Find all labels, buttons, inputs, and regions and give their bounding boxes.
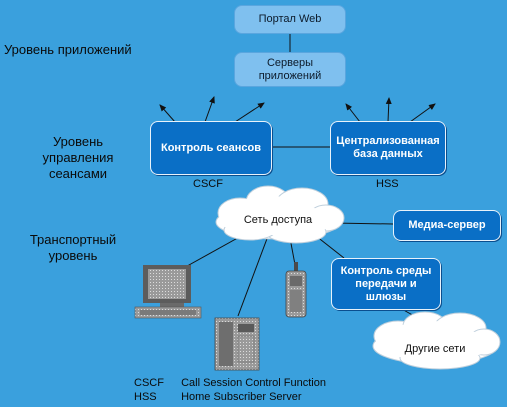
legend-text: Call Session Control Function <box>181 377 326 389</box>
hss-label: HSS <box>376 178 399 190</box>
app-servers-box: Серверы приложений <box>234 52 346 87</box>
access-to-mediactl-line <box>315 235 345 259</box>
portal-web-label: Портал Web <box>258 13 322 25</box>
arrow-db-2 <box>385 97 392 123</box>
arrow-db-3 <box>409 103 436 123</box>
arrow-sc-3 <box>234 102 265 123</box>
portal-web-box: Портал Web <box>234 5 346 34</box>
media-server-label: Медиа-сервер <box>408 219 486 231</box>
media-control-box: Контроль среды передачи и шлюзы <box>331 258 441 310</box>
other-networks-label: Другие сети <box>404 343 466 355</box>
layer-label-session-line2: управления <box>42 150 114 165</box>
layer-label-session-line3: сеансами <box>48 166 108 181</box>
mobile-phone-icon <box>285 262 307 318</box>
access-to-phone-line <box>237 235 269 317</box>
media-control-label-line1: Контроль среды <box>340 264 432 277</box>
legend-row: CSCF Call Session Control Function <box>134 376 326 390</box>
session-control-label: Контроль сеансов <box>160 141 262 154</box>
media-server-box: Медиа-сервер <box>393 210 501 241</box>
legend-abbr: HSS <box>134 391 157 403</box>
legend: CSCF Call Session Control Function HSS H… <box>134 376 326 404</box>
app-servers-label-line1: Серверы <box>266 56 314 69</box>
access-network-cloud-fill <box>218 196 338 235</box>
arrow-sc-1 <box>159 104 176 123</box>
layer-label-transport-line2: уровень <box>48 248 98 263</box>
central-db-label-line1: Централизованная <box>336 135 440 147</box>
media-control-label-line2: передачи и <box>355 277 417 290</box>
legend-text: Home Subscriber Server <box>181 391 302 403</box>
layer-label-session: Уровень управления сеансами <box>28 134 128 182</box>
media-control-label-line3: шлюзы <box>365 290 407 303</box>
legend-abbr: CSCF <box>134 377 164 389</box>
arrow-db-1 <box>345 103 361 123</box>
layer-label-application: Уровень приложений <box>4 42 132 57</box>
arrow-sc-2 <box>204 96 215 123</box>
central-db-box: Централизованная база данных <box>330 121 446 175</box>
phone-icon <box>214 317 260 371</box>
central-db-label-line2: база данных <box>353 148 423 160</box>
app-servers-label-line2: приложений <box>258 69 322 82</box>
layer-label-transport: Транспортный уровень <box>18 232 128 264</box>
computer-icon <box>134 265 202 319</box>
access-network-label: Сеть доступа <box>243 214 313 226</box>
layer-label-transport-line1: Транспортный <box>29 232 117 247</box>
legend-row: HSS Home Subscriber Server <box>134 390 326 404</box>
layer-label-session-line1: Уровень <box>52 134 104 149</box>
session-control-box: Контроль сеансов <box>150 121 272 175</box>
cscf-label: CSCF <box>193 178 223 190</box>
